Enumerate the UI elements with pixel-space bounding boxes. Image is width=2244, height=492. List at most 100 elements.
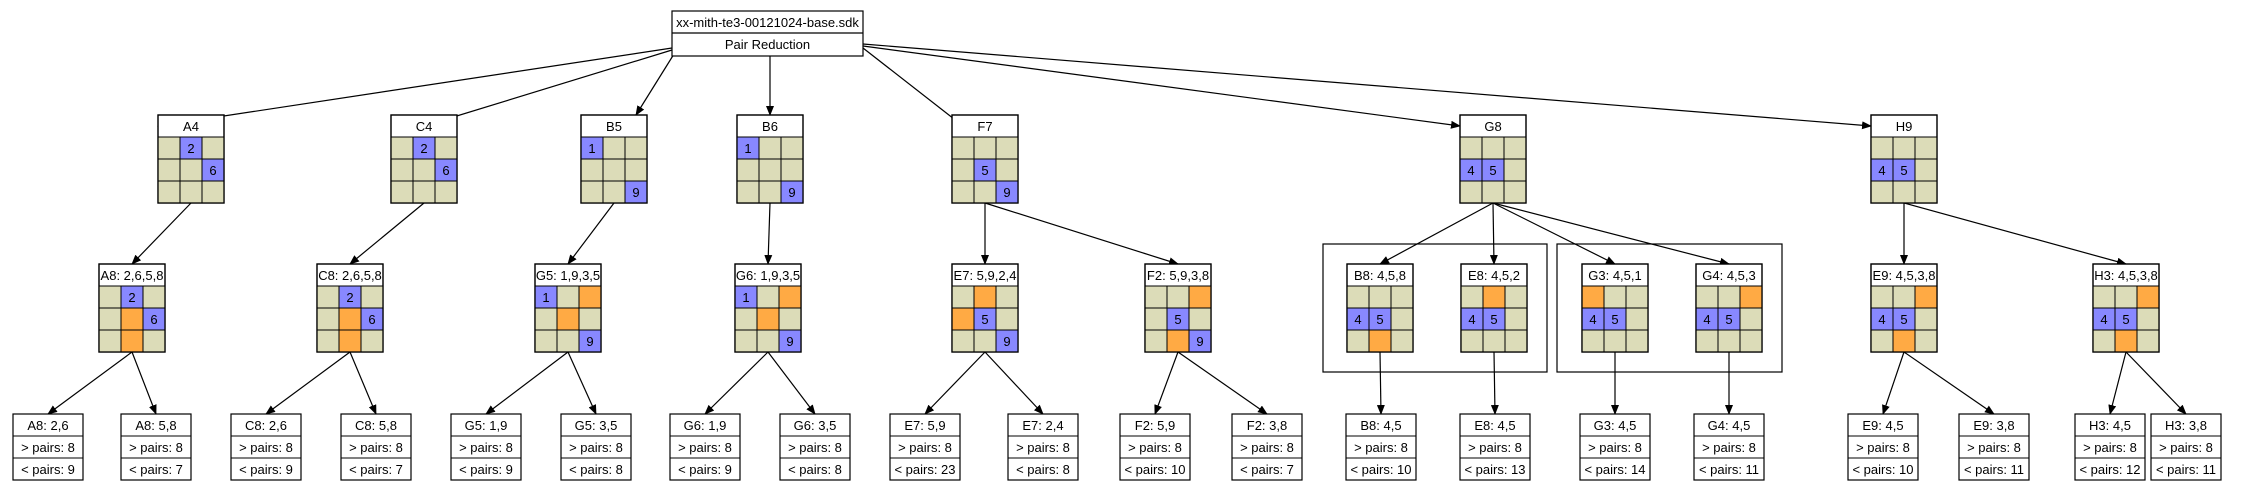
cell-digit: 5 — [981, 163, 988, 178]
leaf-10-label: F2: 5,9 — [1135, 418, 1175, 433]
leaf-2: C8: 2,6> pairs: 8< pairs: 9 — [230, 413, 302, 481]
leaf-15-greater-pairs: > pairs: 8 — [1702, 440, 1756, 455]
grid-cell — [756, 329, 780, 353]
tree-edge — [1492, 202, 1730, 266]
cell-digit: 4 — [1878, 163, 1885, 178]
leaf-1: A8: 5,8> pairs: 8< pairs: 7 — [120, 413, 192, 481]
root-title: xx-mith-te3-00121024-base.sdk — [676, 15, 859, 30]
leaf-0: A8: 2,6> pairs: 8< pairs: 9 — [12, 413, 84, 481]
grid-cell — [1739, 329, 1763, 353]
grid-cell — [736, 158, 760, 182]
cluster-g8-left — [1322, 243, 1548, 373]
cell-digit: 5 — [2122, 312, 2129, 327]
node-l2-11-label: H3: 4,5,3,8 — [2094, 268, 2158, 283]
leaf-18: H3: 4,5> pairs: 8< pairs: 12 — [2074, 413, 2146, 481]
leaf-9-greater-pairs: > pairs: 8 — [1016, 440, 1070, 455]
grid-cell — [1870, 329, 1894, 353]
grid-cell — [1625, 307, 1649, 331]
grid-cell — [201, 180, 225, 204]
grid-cell — [2092, 329, 2116, 353]
grid-cell — [412, 180, 436, 204]
cell-digit: 4 — [1703, 312, 1710, 327]
node-a4-label: A4 — [183, 119, 199, 134]
tree-edge — [131, 351, 157, 415]
grid-cell — [1390, 329, 1414, 353]
grid-cell — [1166, 285, 1190, 309]
cell-digit: 5 — [1900, 312, 1907, 327]
cell-digit: 5 — [1611, 312, 1618, 327]
cell-digit: 9 — [788, 185, 795, 200]
tree-edge — [984, 202, 1179, 266]
tree-edge — [984, 351, 1044, 415]
grid-cell — [1144, 307, 1168, 331]
grid-cell — [624, 136, 648, 160]
leaf-1-greater-pairs: > pairs: 8 — [129, 440, 183, 455]
grid-cell — [602, 158, 626, 182]
leaf-18-label: H3: 4,5 — [2089, 418, 2131, 433]
node-l2-2-label: G5: 1,9,3,5 — [536, 268, 600, 283]
grid-cell — [1870, 136, 1894, 160]
node-f7-label: F7 — [977, 119, 992, 134]
grid-cell — [1739, 285, 1763, 309]
leaf-11-greater-pairs: > pairs: 8 — [1240, 440, 1294, 455]
grid-cell — [338, 307, 362, 331]
grid-cell — [778, 307, 802, 331]
cell-digit: 6 — [209, 163, 216, 178]
leaf-17: E9: 3,8> pairs: 8< pairs: 11 — [1958, 413, 2030, 481]
tree-edge — [1492, 202, 1616, 265]
tree-edge — [1882, 351, 1905, 415]
grid-cell — [1460, 285, 1484, 309]
node-h9-label: H9 — [1896, 119, 1913, 134]
leaf-14: G3: 4,5> pairs: 8< pairs: 14 — [1579, 413, 1651, 481]
leaf-13: E8: 4,5> pairs: 8< pairs: 13 — [1459, 413, 1531, 481]
grid-cell — [995, 285, 1019, 309]
grid-cell — [1870, 285, 1894, 309]
leaf-10-lesser-pairs: < pairs: 10 — [1124, 462, 1185, 477]
grid-cell — [2136, 285, 2160, 309]
cell-digit: 4 — [1878, 312, 1885, 327]
grid-cell — [1144, 329, 1168, 353]
grid-cell — [142, 285, 166, 309]
cell-digit: 5 — [1725, 312, 1732, 327]
grid-cell — [179, 158, 203, 182]
grid-cell — [142, 329, 166, 353]
grid-cell — [1390, 307, 1414, 331]
grid-cell — [534, 307, 558, 331]
grid-cell — [1581, 329, 1605, 353]
node-l2-3-label: G6: 1,9,3,5 — [736, 268, 800, 283]
leaf-3-label: C8: 5,8 — [355, 418, 397, 433]
leaf-11-label: F2: 3,8 — [1247, 418, 1287, 433]
node-l2-4-label: E7: 5,9,2,4 — [954, 268, 1017, 283]
cell-digit: 5 — [1490, 312, 1497, 327]
node-g8-label: G8 — [1484, 119, 1501, 134]
grid-cell — [973, 329, 997, 353]
leaf-14-label: G3: 4,5 — [1594, 418, 1637, 433]
grid-cell — [1504, 307, 1528, 331]
grid-cell — [360, 329, 384, 353]
leaf-12: B8: 4,5> pairs: 8< pairs: 10 — [1345, 413, 1417, 481]
leaf-16: E9: 4,5> pairs: 8< pairs: 10 — [1847, 413, 1919, 481]
leaf-19: H3: 3,8> pairs: 8< pairs: 11 — [2150, 413, 2222, 481]
leaf-3: C8: 5,8> pairs: 8< pairs: 7 — [340, 413, 412, 481]
grid-cell — [758, 136, 782, 160]
leaf-7: G6: 3,5> pairs: 8< pairs: 8 — [779, 413, 851, 481]
cell-digit: 4 — [2100, 312, 2107, 327]
node-b6-label: B6 — [762, 119, 778, 134]
grid-cell — [1390, 285, 1414, 309]
cell-digit: 9 — [586, 334, 593, 349]
grid-cell — [624, 158, 648, 182]
grid-cell — [120, 329, 144, 353]
tree-edge — [349, 202, 425, 265]
grid-cell — [316, 307, 340, 331]
grid-cell — [412, 158, 436, 182]
leaf-2-label: C8: 2,6 — [245, 418, 287, 433]
grid-cell — [1504, 329, 1528, 353]
cell-digit: 5 — [981, 312, 988, 327]
leaf-6-greater-pairs: > pairs: 8 — [678, 440, 732, 455]
tree-edge — [767, 351, 816, 415]
grid-cell — [995, 158, 1019, 182]
